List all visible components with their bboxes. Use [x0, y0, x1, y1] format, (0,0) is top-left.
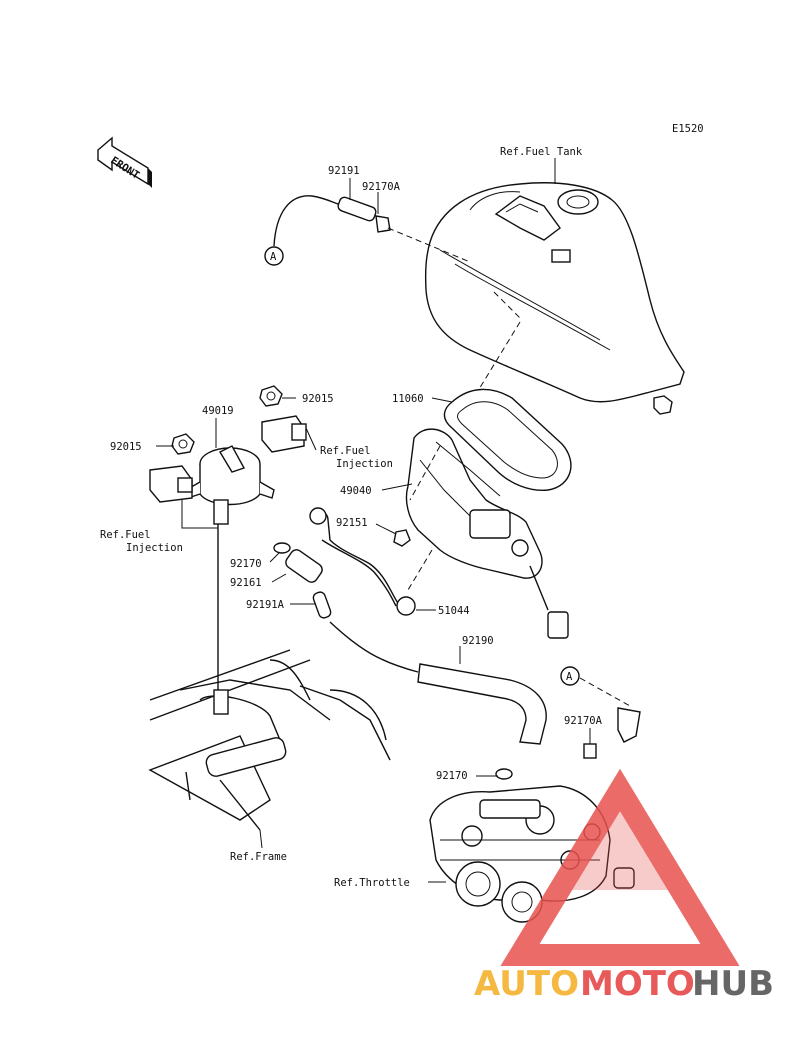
label-ref-fuel-injection-right-2: Injection	[336, 458, 393, 470]
label-ref-fuel-injection-left-1: Ref.Fuel	[100, 529, 151, 541]
hose-92190	[417, 663, 547, 745]
hose-92191A	[312, 591, 419, 673]
hose-51044	[309, 507, 416, 616]
label-92170A-bottom: 92170A	[564, 715, 603, 727]
frame	[148, 649, 391, 831]
label-ref-throttle: Ref.Throttle	[334, 877, 410, 889]
hose-92191: A	[264, 195, 471, 266]
label-ref-fuel-injection-left-2: Injection	[126, 542, 183, 554]
leader-lines	[156, 158, 591, 883]
hose-92170A-bottom: A	[560, 666, 641, 759]
label-92170-left: 92170	[230, 558, 262, 570]
front-arrow-icon: FRONT	[97, 136, 152, 188]
watermark-auto: AUTO	[474, 964, 579, 1004]
clamp-92170-left	[273, 542, 291, 554]
hose-92161	[285, 549, 323, 583]
label-ref-frame: Ref.Frame	[230, 851, 287, 863]
label-92170-bottom: 92170	[436, 770, 468, 782]
diagram-code: E1520	[672, 123, 704, 135]
canister-49019	[185, 445, 275, 700]
label-11060: 11060	[392, 393, 424, 405]
label-92190: 92190	[462, 635, 494, 647]
triangle-logo-icon	[500, 768, 740, 966]
nut-92015-left	[171, 433, 195, 455]
bolt-92151	[393, 529, 411, 547]
watermark-moto: MOTO	[580, 964, 695, 1004]
label-92015-right: 92015	[302, 393, 334, 405]
label-49019: 49019	[202, 405, 234, 417]
label-92151: 92151	[336, 517, 368, 529]
label-92170A-top: 92170A	[362, 181, 401, 193]
nut-92015-right	[259, 385, 283, 407]
sensor-right	[261, 415, 307, 453]
sensor-left	[149, 465, 193, 503]
connector-a-right-label: A	[566, 671, 573, 683]
label-92161: 92161	[230, 577, 262, 589]
fuel-tank	[424, 182, 685, 415]
label-51044: 51044	[438, 605, 470, 617]
label-92191: 92191	[328, 165, 360, 177]
connector-a-left	[264, 246, 284, 266]
connector-a-left-label: A	[270, 251, 277, 263]
watermark-text: AUTO MOTO HUB	[474, 964, 774, 1004]
label-92191A: 92191A	[246, 599, 285, 611]
callouts: Ref.Fuel Tank 92191 92170A 11060 92015 4…	[100, 146, 603, 889]
watermark-logo	[500, 768, 740, 966]
label-49040: 49040	[340, 485, 372, 497]
connector-a-right	[560, 666, 580, 686]
clamp-92170-bottom	[495, 768, 513, 780]
fuel-pump-49040	[405, 428, 569, 639]
label-ref-fuel-tank: Ref.Fuel Tank	[500, 146, 583, 158]
gasket-11060	[443, 388, 572, 491]
watermark-hub: HUB	[692, 964, 774, 1004]
label-92015-left: 92015	[110, 441, 142, 453]
label-ref-fuel-injection-right-1: Ref.Fuel	[320, 445, 371, 457]
